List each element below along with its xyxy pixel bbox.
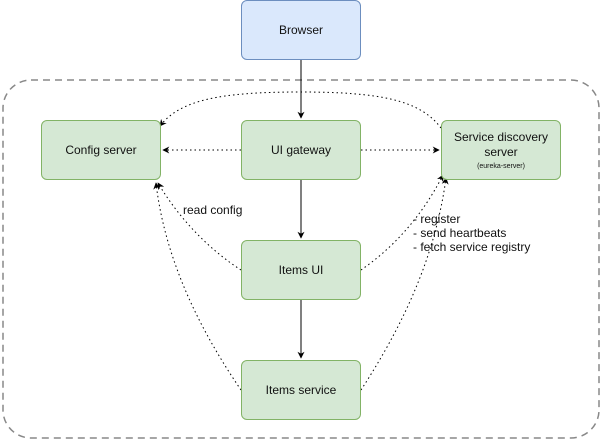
annotation-register: - register <box>413 212 461 226</box>
annotation-discovery-actions: - register - send heartbeats - fetch ser… <box>413 212 530 254</box>
node-config-server-label: Config server <box>65 143 137 157</box>
node-ui-gateway: UI gateway <box>241 120 361 180</box>
node-service-discovery: Service discovery server (eureka-server) <box>441 120 561 180</box>
node-browser: Browser <box>241 0 361 60</box>
annotation-send-heartbeats: - send heartbeats <box>413 226 507 240</box>
node-browser-label: Browser <box>278 23 323 37</box>
node-config-server: Config server <box>41 120 161 180</box>
annotation-read-config: read config <box>183 203 242 217</box>
node-items-service: Items service <box>241 360 361 420</box>
node-items-service-label: Items service <box>265 383 337 397</box>
node-ui-gateway-label: UI gateway <box>270 143 332 157</box>
edge-items-service-to-service-discovery <box>360 177 449 391</box>
annotation-fetch-service-registry: - fetch service registry <box>413 240 531 254</box>
annotation-read-config-text: read config <box>183 203 243 217</box>
edge-items-service-to-config-server <box>153 182 242 391</box>
node-items-ui-label: Items UI <box>278 263 324 277</box>
node-service-discovery-label: Service discovery server <box>453 130 549 159</box>
node-items-ui: Items UI <box>241 240 361 300</box>
node-service-discovery-sublabel: (eureka-server) <box>477 163 525 170</box>
